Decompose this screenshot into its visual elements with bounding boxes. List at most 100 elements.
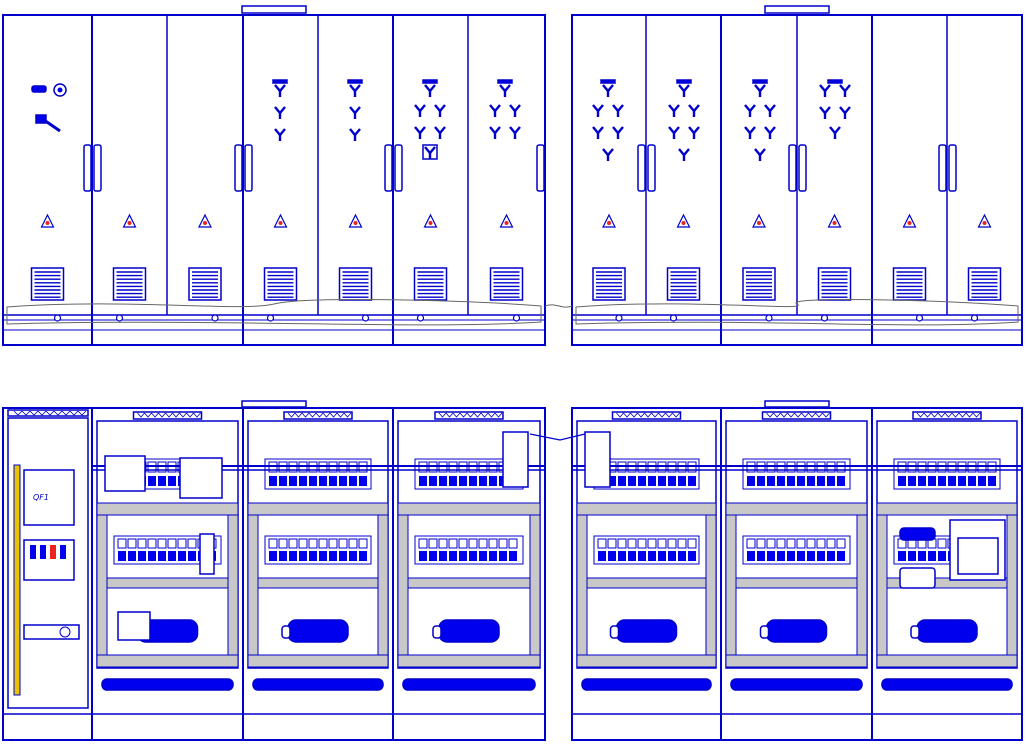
contactor <box>104 455 146 492</box>
lamp-icon <box>602 84 614 97</box>
feeder-compartment <box>393 411 545 691</box>
main-breaker <box>23 469 75 526</box>
lamp-header <box>600 79 616 84</box>
vent-grille-icon <box>263 267 298 301</box>
lifting-eye <box>241 400 307 408</box>
breaker-label: QF1 <box>33 493 49 502</box>
terminal-block <box>584 431 611 488</box>
foot-bolt <box>669 314 678 322</box>
warning-mark <box>45 221 50 225</box>
drive-body <box>615 619 678 643</box>
vent-grille-icon <box>892 267 927 301</box>
lamp-icon <box>592 126 604 139</box>
lamp-icon <box>509 104 521 117</box>
mounting-post-right <box>705 514 717 656</box>
lamp-icon <box>414 126 426 139</box>
warning-mark <box>982 221 987 225</box>
terminal-block <box>502 431 529 488</box>
feeder-compartment <box>572 411 721 691</box>
lamp-icon <box>678 84 690 97</box>
cable-channel <box>581 678 712 691</box>
warning-mark <box>428 221 433 225</box>
lamp-header <box>827 79 843 84</box>
lamp-icon <box>688 104 700 117</box>
vent-grille-icon <box>666 267 701 301</box>
door-handle-icon <box>234 144 243 192</box>
mid-rail <box>735 577 858 589</box>
vent-grille-icon <box>413 267 448 301</box>
vent-grille-icon <box>592 267 626 301</box>
lamp-icon <box>602 148 614 161</box>
module-row <box>264 458 372 490</box>
breaker-pole <box>30 545 36 559</box>
vent-grille-icon <box>967 267 1002 301</box>
warning-mark <box>127 221 132 225</box>
lamp-icon <box>754 84 766 97</box>
warning-mark <box>681 221 686 225</box>
display-screen <box>957 537 999 575</box>
bus-link <box>529 433 586 441</box>
drive-end <box>432 625 442 639</box>
lamp-icon <box>819 84 831 97</box>
lamp-header <box>422 79 438 84</box>
module-row <box>593 535 700 565</box>
mounting-post-right <box>856 514 868 656</box>
mounting-rail-bottom <box>876 654 1018 668</box>
vent-grille-icon <box>30 267 65 301</box>
lamp-icon <box>489 126 501 139</box>
door-handle-icon <box>948 144 957 192</box>
fuse-holder <box>117 611 151 641</box>
lamp-icon <box>839 84 851 97</box>
foot-bolt <box>416 314 425 322</box>
foot-bolt <box>115 314 124 322</box>
lamp-icon <box>678 148 690 161</box>
mid-rail <box>586 577 707 589</box>
lamp-center <box>57 87 63 93</box>
mounting-rail-top <box>96 502 239 516</box>
cable-trough <box>6 299 542 326</box>
lamp-icon <box>434 126 446 139</box>
incoming-frame <box>7 417 89 709</box>
foot-bolt <box>266 314 275 322</box>
lamp-icon <box>819 106 831 119</box>
module-row <box>742 458 851 490</box>
lamp-header <box>676 79 692 84</box>
warning-mark <box>607 221 611 225</box>
mounting-rail-top <box>397 502 541 516</box>
door-handle-icon <box>647 144 656 192</box>
drive-body <box>916 619 978 643</box>
foot-bolt <box>512 314 521 322</box>
door-handle-icon <box>938 144 947 192</box>
mounting-post-left <box>725 514 737 656</box>
breaker-pole <box>50 545 56 559</box>
drive-unit <box>910 619 978 643</box>
drive-body <box>287 619 349 643</box>
drive-body <box>765 619 828 643</box>
door-handle-icon <box>93 144 102 192</box>
mounting-post-left <box>876 514 888 656</box>
internal-view <box>2 400 1023 741</box>
mounting-post-left <box>397 514 409 656</box>
main-switch-handle <box>35 114 61 133</box>
foot-bolt <box>615 314 623 322</box>
warning-mark <box>757 221 761 225</box>
mid-rail <box>257 577 379 589</box>
vent-grille-icon <box>338 267 373 301</box>
pe-busbar <box>13 464 21 696</box>
terminal-rail <box>23 624 80 640</box>
mid-rail <box>886 577 1008 589</box>
door-handle-icon <box>536 144 545 192</box>
lamp-icon <box>499 84 511 97</box>
lamp-icon <box>274 106 286 119</box>
lamp-icon <box>592 104 604 117</box>
lamp-icon <box>414 104 426 117</box>
lamp-icon <box>764 104 776 117</box>
relay-block <box>179 457 223 499</box>
feeder-compartment <box>872 411 1022 691</box>
sensor-box <box>899 567 936 589</box>
cable-channel <box>402 678 536 691</box>
lamp-icon <box>349 84 361 97</box>
lamp-icon <box>274 84 286 97</box>
lamp-icon <box>668 126 680 139</box>
lamp-header <box>272 79 288 84</box>
